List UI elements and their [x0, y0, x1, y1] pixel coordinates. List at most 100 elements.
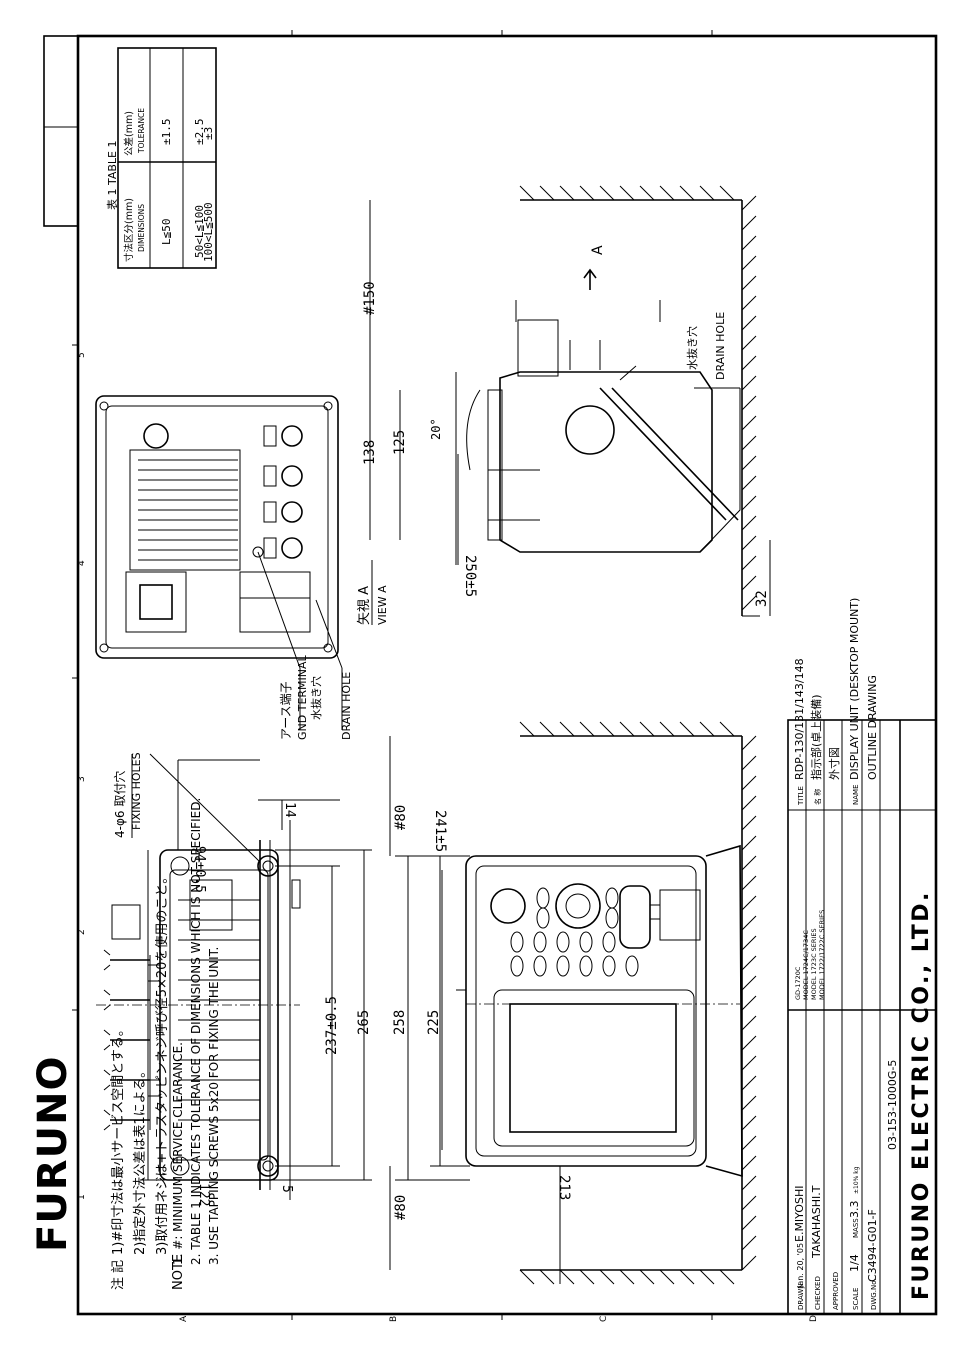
notes-en-1: 1. #: MINIMUM SERVICE CLEARANCE.: [171, 1042, 185, 1265]
tb-name-jp-2: 外寸図: [827, 747, 841, 780]
tb-mass-unit: ±10% kg: [853, 1166, 860, 1194]
drain-hole-en: DRAIN HOLE: [340, 672, 353, 740]
side-view-clearance: [519, 185, 760, 617]
side-view: 20°: [429, 300, 741, 565]
table-1-col1-en: DIMENSIONS: [137, 204, 146, 252]
gnd-terminal-jp: アース端子: [279, 681, 293, 740]
tb-mass: 3.3: [848, 1201, 861, 1219]
corner-box: [43, 35, 79, 227]
dim-clearance-80-bottom: #80: [393, 1195, 409, 1220]
side-view-dimensions: 250±5 32 138 125 #150 水抜き穴 DRAIN HOLE A: [362, 200, 771, 616]
dim-32: 32: [754, 590, 770, 607]
zone-number-5: 5: [77, 352, 87, 358]
dim-125: 125: [392, 430, 408, 455]
title-block: DRAWN Jan. 20, '05 E.MIYOSHI CHECKED TAK…: [787, 598, 937, 1315]
tb-drawn-label: DRAWN: [797, 1283, 805, 1310]
table-1-row-1-tol: ±1.5: [160, 119, 173, 146]
tb-checked-name: TAKAHASHI.T: [810, 1185, 823, 1259]
tb-scale: 1/4: [848, 1254, 861, 1272]
zone-letter-b: B: [389, 1316, 399, 1322]
tb-model-2: MODEL 1724C/1734C: [802, 930, 810, 1000]
tb-model-3: MODEL 1723C SERIES: [810, 928, 818, 1000]
tb-title: RDP-130/131/143/148: [793, 658, 806, 780]
tb-title-label: TITLE: [797, 786, 805, 806]
tb-dwg-no: C3494-G01-F: [866, 1209, 879, 1282]
tb-model-4: MODEL 1722/1722C SERIES: [818, 910, 826, 1000]
tb-drawn-name: E.MIYOSHI: [793, 1186, 806, 1242]
tb-drawn-date: Jan. 20, '05: [796, 1243, 805, 1289]
front-view-dimensions: 241±5 258 225 213 #80 #80: [389, 736, 572, 1284]
tb-scale-label: SCALE: [852, 1288, 860, 1310]
fixing-holes-jp: 4-φ6 取付穴: [112, 771, 127, 838]
zone-number-3: 3: [77, 776, 87, 782]
zone-number-4: 4: [77, 560, 87, 566]
dim-clearance-80-top: #80: [393, 805, 409, 830]
notes-title-jp: 注 記: [110, 1260, 126, 1290]
dim-225: 225: [426, 1010, 442, 1035]
zone-number-1: 1: [77, 1194, 87, 1200]
tb-approved-label: APPROVED: [832, 1272, 840, 1310]
dim-138: 138: [362, 440, 378, 465]
tb-name-jp-label: 名 称: [813, 789, 822, 805]
table-1-row-3-range: 100<L≦500: [202, 202, 215, 262]
angle-20: 20°: [429, 418, 443, 440]
notes-jp-1: 1)#印寸法は最小サービス空間とする。: [111, 1023, 126, 1255]
table-1-row-1-range: L≦50: [160, 219, 173, 246]
front-view-clearance: [519, 721, 757, 1285]
dim-94: 94±0.5: [192, 846, 207, 893]
dim-265: 265: [356, 1010, 372, 1035]
drain-hole-side-jp: 水抜き穴: [685, 326, 699, 370]
zone-grid: 1 2 3 4 5 A B C D: [72, 30, 819, 1322]
tb-ref-no: 03-153-1000G-5: [886, 1060, 899, 1150]
table-1-col2-en: TOLERANCE: [137, 108, 146, 154]
dim-258: 258: [392, 1010, 408, 1035]
dim-241: 241±5: [432, 810, 448, 852]
view-a-en: VIEW A: [376, 585, 389, 625]
fixing-holes-en: FIXING HOLES: [130, 752, 143, 830]
tb-name-label: NAME: [852, 785, 860, 806]
rear-view-labels: アース端子 GND TERMINAL 水抜き穴 DRAIN HOLE 矢視 A …: [257, 551, 389, 740]
notes-jp-2: 2)指定外寸法公差は表1による。: [133, 1065, 148, 1255]
table-1: 表 1 TABLE 1 寸法区分(mm) DIMENSIONS 公差(mm) T…: [105, 47, 217, 269]
drain-hole-jp: 水抜き穴: [309, 676, 323, 720]
drain-hole-side-en: DRAIN HOLE: [714, 312, 727, 380]
company-name: FURUNO ELECTRIC CO., LTD.: [909, 890, 934, 1300]
tb-checked-label: CHECKED: [814, 1276, 822, 1310]
table-1-title: 表 1 TABLE 1: [105, 140, 119, 210]
zone-letter-c: C: [599, 1316, 609, 1322]
view-a-jp: 矢視 A: [357, 586, 372, 625]
notes-title-en: NOTE: [171, 1254, 186, 1290]
table-1-row-3-tol: ±3: [202, 127, 215, 140]
view-arrow-icon: [583, 268, 597, 290]
notes-en-2: 2. TABLE 1 INDICATES TOLERANCE OF DIMENS…: [189, 798, 203, 1265]
zone-letter-d: D: [809, 1315, 819, 1322]
dim-clearance-150: #150: [362, 281, 378, 315]
zone-letter-a: A: [179, 1315, 189, 1322]
tb-name-jp: 指示部(卓上装備): [809, 694, 823, 780]
notes-en-3: 3. USE TAPPING SCREWS 5x20 FOR FIXING TH…: [207, 947, 221, 1265]
furuno-logo: FURUNO: [30, 1055, 76, 1252]
dim-122: 122: [196, 1183, 211, 1206]
table-1-row-2-range: 50<L≦100: [193, 205, 206, 258]
dim-14: 14: [282, 802, 297, 818]
zone-number-2: 2: [77, 929, 87, 935]
tb-mass-label: MASS: [852, 1218, 860, 1238]
tb-name-en: DISPLAY UNIT (DESKTOP MOUNT): [848, 598, 861, 780]
table-1-row-2-tol: ±2.5: [193, 119, 206, 146]
gnd-terminal-en: GND TERMINAL: [296, 654, 309, 740]
notes: 注 記 1)#印寸法は最小サービス空間とする。 2)指定外寸法公差は表1による。…: [110, 798, 221, 1290]
rear-view-a: [95, 395, 339, 659]
dim-237: 237±0.5: [324, 996, 340, 1055]
notes-jp-3: 3)取付用ネジは+トラスタッピンネジ呼び径5×20を使用のこと。: [154, 871, 170, 1255]
top-view-dimensions: 122 5 94±0.5 14 237±0.5 265 4-φ6 取付穴 FIX…: [112, 752, 372, 1206]
dim-213: 213: [556, 1175, 572, 1200]
tb-model-1: GD-1720C: [794, 966, 802, 1000]
dim-5: 5: [279, 1185, 294, 1193]
front-view: [465, 844, 743, 1178]
table-1-col1-jp: 寸法区分(mm): [123, 198, 135, 262]
arrow-a-label: A: [590, 245, 606, 255]
tb-dwg-label: DWG.No.: [870, 1278, 878, 1310]
table-1-col2-jp: 公差(mm): [123, 111, 135, 156]
drawing-border: [76, 34, 938, 1316]
